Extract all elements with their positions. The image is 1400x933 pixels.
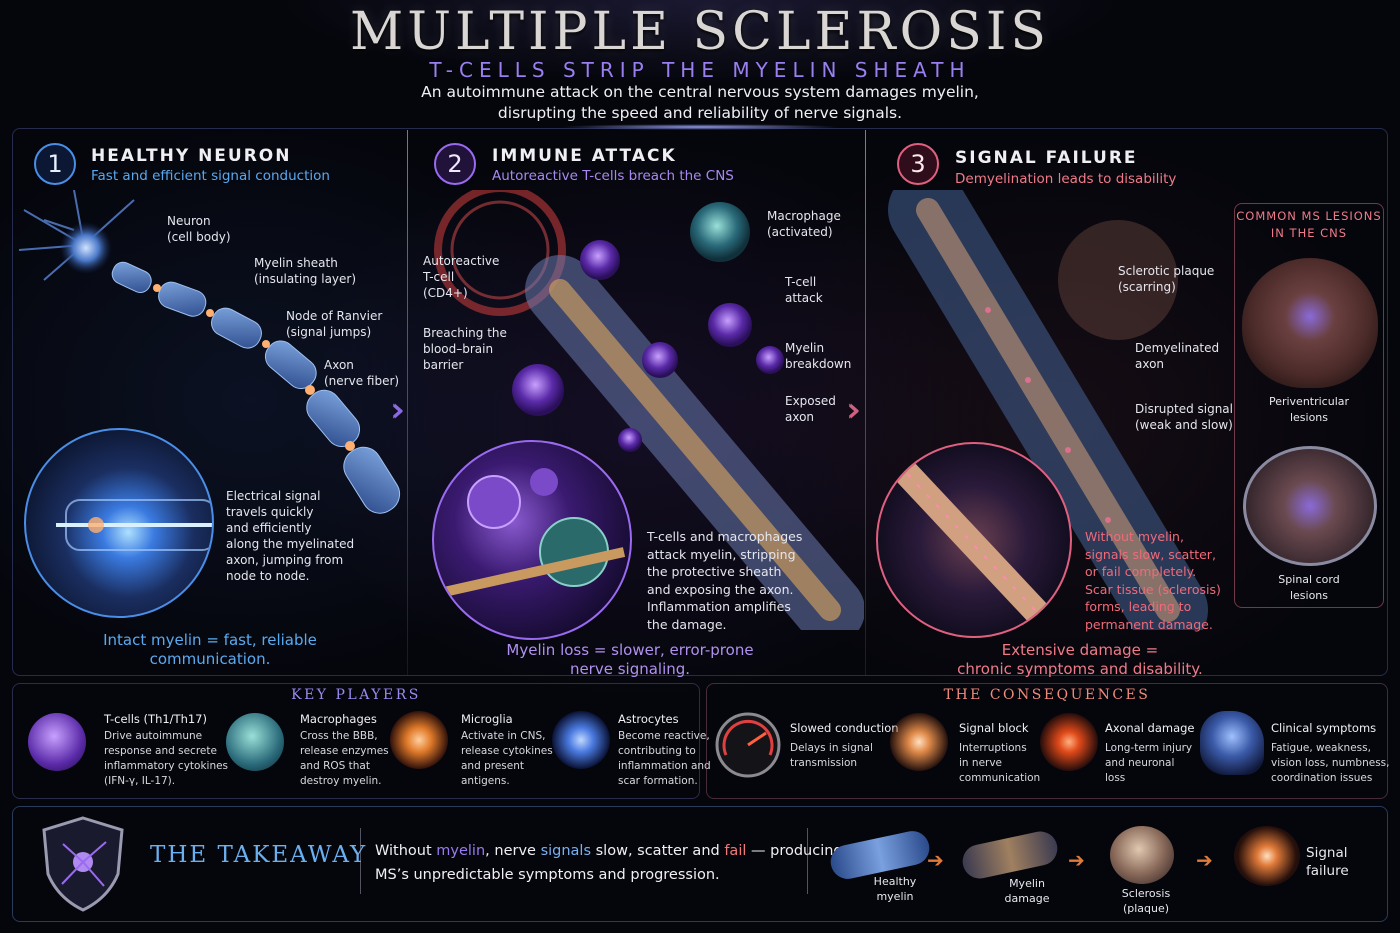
signal-failure-neuron-icon [1234, 826, 1300, 886]
astrocyte-icon [552, 711, 610, 769]
section-3-caption: Extensive damage =chronic symptoms and d… [957, 641, 1203, 678]
healthy-axon-inset [24, 428, 214, 618]
takeaway-divider-2 [807, 828, 808, 894]
label-neuron: Neuron(cell body) [167, 214, 231, 244]
signal-failure-inset [876, 442, 1072, 638]
arrow-right-icon: ➔ [1068, 848, 1085, 872]
consequence-axonal-title: Axonal damage [1105, 721, 1195, 735]
intro-text: An autoimmune attack on the central nerv… [350, 82, 1050, 124]
consequence-block-title: Signal block [959, 721, 1029, 735]
arrow-right-icon: ➔ [927, 848, 944, 872]
section-2-title: IMMUNE ATTACK [492, 146, 677, 166]
section-3-title: SIGNAL FAILURE [955, 148, 1138, 168]
page-title: MULTIPLE SCLEROSIS [349, 2, 1051, 62]
player-macrophages-title: Macrophages [300, 712, 377, 726]
consequences-title: THE CONSEQUENCES [943, 687, 1151, 703]
section-3-subtitle: Demyelination leads to disability [955, 171, 1177, 187]
immune-attack-illustration [434, 190, 864, 630]
takeaway-line-1: Without myelin, nerve signals slow, scat… [375, 843, 843, 859]
key-players-title: KEY PLAYERS [291, 687, 421, 703]
section-divider-1 [407, 130, 408, 675]
page-subtitle: T-CELLS STRIP THE MYELIN SHEATH [429, 58, 971, 82]
macrophage-icon [226, 713, 284, 771]
takeaway-panel [12, 806, 1388, 922]
consequence-clinical-text: Fatigue, weakness,vision loss, numbness,… [1271, 742, 1390, 784]
intro-line-1: An autoimmune attack on the central nerv… [421, 83, 979, 101]
step-number-3: 3 [897, 143, 939, 185]
label-disrupted-signal: Disrupted signal(weak and slow) [1135, 402, 1233, 432]
header-glow [560, 124, 840, 130]
main-panel [12, 128, 1388, 676]
brain-lesions-icon [1242, 258, 1378, 388]
takeaway-divider [360, 828, 361, 894]
key-players-panel [12, 683, 700, 799]
arrow-right-icon: ➔ [1196, 848, 1213, 872]
consequences-panel [706, 683, 1388, 799]
takeaway-title: THE TAKEAWAY [150, 842, 368, 868]
player-astrocytes-title: Astrocytes [618, 712, 679, 726]
label-myelin-sheath: Myelin sheath(insulating layer) [254, 256, 357, 286]
myelinated-axon-icon [56, 499, 212, 551]
section-2-subtitle: Autoreactive T-cells breach the CNS [492, 168, 734, 184]
section-divider-2 [865, 130, 866, 675]
damaged-neuron-icon [1040, 713, 1098, 771]
healthy-neuron-illustration [18, 190, 401, 514]
player-microglia-title: Microglia [461, 712, 513, 726]
spinal-cord-lesions-icon [1243, 446, 1377, 566]
player-t-cells-title: T-cells (Th1/Th17) [104, 712, 207, 726]
gauge-icon [715, 712, 781, 778]
step-number-1: 1 [34, 143, 76, 185]
microglia-icon [390, 711, 448, 769]
chevron-right-icon: ›› [846, 390, 862, 430]
intro-line-2: disrupting the speed and reliability of … [497, 104, 903, 122]
label-node-of-ranvier: Node of Ranvier(signal jumps) [286, 309, 383, 339]
chevron-right-icon: ›› [390, 390, 406, 430]
immune-attack-inset [432, 440, 632, 640]
takeaway-line-2: MS’s unpredictable symptoms and progress… [375, 867, 720, 883]
neuron-icon [890, 713, 948, 771]
t-cell-cluster-icon [442, 468, 626, 597]
consequence-clinical-title: Clinical symptoms [1271, 721, 1377, 735]
failure-inset-description: Without myelin,signals slow, scatter,or … [1085, 529, 1221, 632]
step-number-2: 2 [434, 143, 476, 185]
head-icon [1200, 711, 1264, 775]
label-axon: Axon(nerve fiber) [324, 358, 400, 388]
label-sclerotic-plaque: Sclerotic plaque(scarring) [1118, 264, 1215, 294]
lesions-box [1234, 203, 1384, 608]
label-macrophage: Macrophage(activated) [767, 209, 841, 239]
shield-icon [42, 816, 124, 912]
consequence-slowed-title: Slowed conduction [790, 721, 899, 735]
section-1-subtitle: Fast and efficient signal conduction [91, 168, 330, 184]
t-cell-icon [28, 713, 86, 771]
section-1-title: HEALTHY NEURON [91, 146, 292, 166]
signal-failure-illustration [888, 190, 1208, 630]
step-sclerosis: Sclerosis(plaque) [1121, 887, 1171, 915]
damaged-axon-icon [888, 455, 1058, 633]
sclerosis-plaque-icon [1110, 826, 1174, 884]
